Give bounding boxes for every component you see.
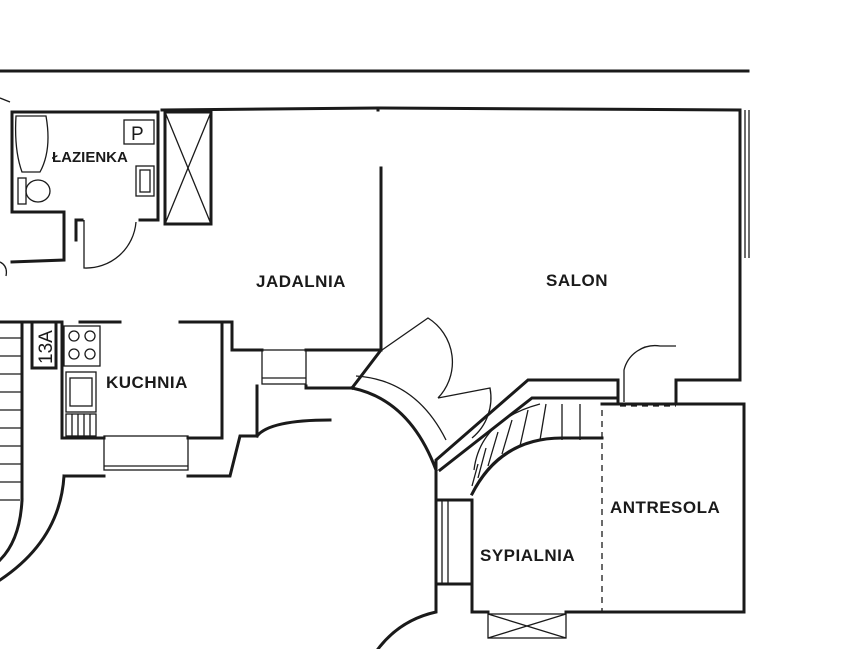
room-label-salon: SALON (546, 271, 608, 290)
stairwell (0, 320, 66, 582)
room-label-sypialnia: SYPIALNIA (480, 546, 575, 565)
stair-number-box (30, 320, 58, 370)
bathroom-walls (10, 110, 160, 269)
dining-walls (178, 166, 383, 438)
kitchen-sink-icon (65, 371, 97, 413)
p-marker: P (131, 124, 144, 145)
exterior-walls (160, 106, 750, 499)
curved-corridor (349, 317, 676, 473)
stair-number-label: 13A (36, 330, 57, 364)
stove-icon (63, 325, 101, 367)
kitchen-walls (6, 320, 259, 478)
room-label-kuchnia: KUCHNIA (106, 373, 188, 392)
bedroom-walls (376, 402, 746, 649)
lower-curve-wall (254, 418, 332, 439)
room-label-antresola: ANTRESOLA (610, 498, 720, 517)
room-label-lazienka: ŁAZIENKA (52, 149, 128, 166)
p-marker-box (123, 119, 155, 145)
left-edge-details (0, 97, 11, 277)
shaft-x-symbol (163, 110, 213, 226)
room-label-jadalnia: JADALNIA (256, 272, 346, 291)
